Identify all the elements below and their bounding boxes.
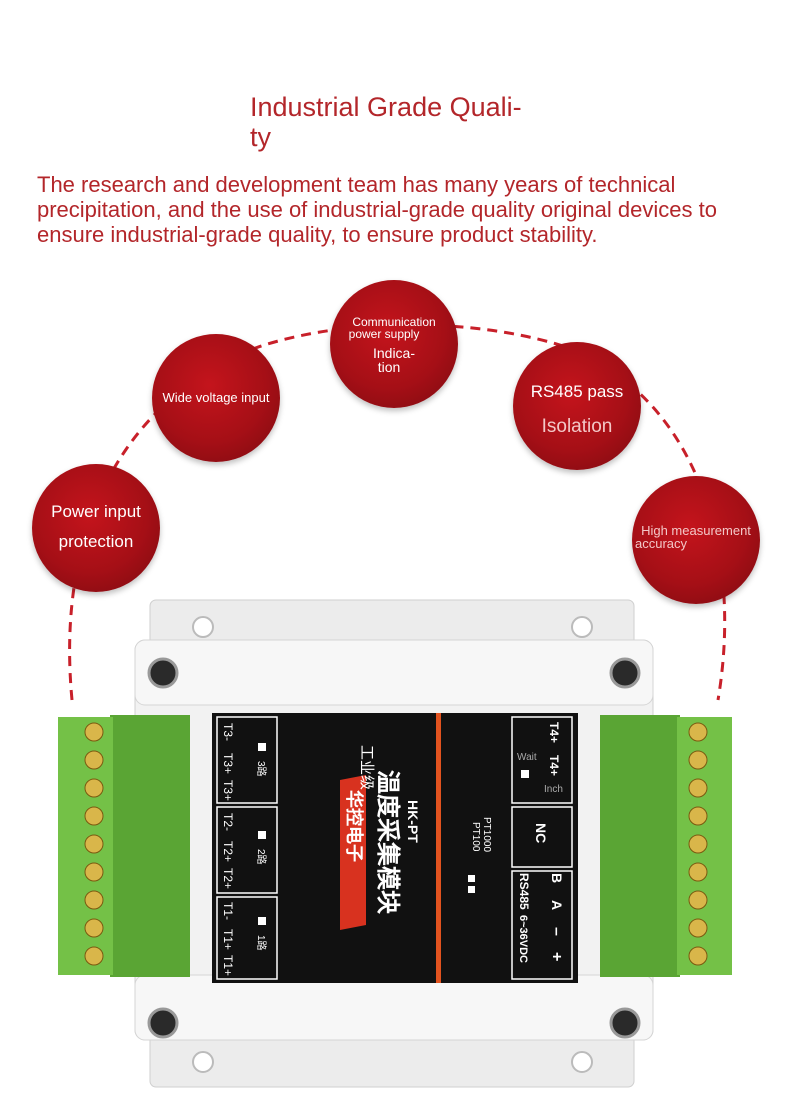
- page-title: Industrial Grade Quali- ty: [250, 92, 550, 152]
- feature-comm-line-4: tion: [377, 359, 401, 375]
- right-label-inch: Inch: [544, 784, 563, 795]
- feature-voltage-line-1: Wide voltage input: [162, 390, 270, 405]
- sensor-pt1000-label: PT1000: [481, 817, 492, 852]
- left-terminal-5: T2+: [221, 868, 235, 889]
- left-channel-2: 2路: [255, 849, 268, 865]
- right-terminal-a: A: [549, 900, 565, 910]
- description-line-2: precipitation, and the use of industrial…: [37, 197, 717, 222]
- feature-rs485-line-2: Isolation: [541, 416, 613, 437]
- feature-comm-line-3: Indica-: [372, 345, 416, 361]
- left-terminal-7: T1+: [221, 929, 235, 950]
- right-terminal-minus: –: [548, 927, 565, 936]
- left-terminal-3: T2-: [221, 813, 235, 831]
- feature-power-line-1: Power input: [51, 502, 141, 521]
- title-line-1: Industrial Grade Quali-: [250, 92, 522, 122]
- temperature-module-device: 工业级 华控电子 温度采集模块 HK-PT PT100 PT1000 T3- T…: [58, 599, 732, 1088]
- description-line-3: ensure industrial-grade quality, to ensu…: [37, 222, 598, 247]
- feature-accuracy-line-1: High measurement: [641, 523, 751, 538]
- left-terminal-6: T1-: [221, 902, 235, 920]
- title-line-2: ty: [250, 122, 272, 152]
- feature-wide-voltage: Wide voltage input: [152, 334, 280, 462]
- device-grade-label: 工业级: [358, 745, 375, 790]
- sensor-pt100-label: PT100: [470, 822, 481, 852]
- left-terminal-1: T3+: [221, 753, 235, 774]
- feature-rs485-line-1: RS485 pass: [530, 382, 624, 401]
- right-terminal-b: B: [549, 873, 565, 883]
- feature-power-line-2: protection: [58, 532, 134, 551]
- left-terminal-8: T1+: [221, 955, 235, 976]
- feature-accuracy-line-2: accuracy: [635, 536, 688, 551]
- feature-rs485-isolation: RS485 pass Isolation: [513, 342, 641, 470]
- description-line-1: The research and development team has ma…: [37, 172, 676, 197]
- feature-comm-line-2: power supply: [348, 327, 420, 341]
- feature-accuracy: High measurement accuracy: [632, 476, 760, 604]
- right-terminal-screws: [688, 722, 708, 966]
- right-terminal-rs485: RS485: [517, 873, 531, 910]
- description: The research and development team has ma…: [37, 172, 767, 247]
- device-model-label: HK-PT: [405, 800, 421, 843]
- feature-power-input: Power input protection: [32, 464, 160, 592]
- device-brand-label: 华控电子: [344, 790, 365, 862]
- right-terminal-voltage: 6~36VDC: [517, 915, 529, 963]
- left-channel-1: 1路: [255, 935, 268, 951]
- left-terminal-screws: [84, 722, 104, 966]
- left-terminal-0: T3-: [221, 723, 235, 741]
- feature-comm-indication: Communication power supply Indica- tion: [330, 280, 458, 408]
- left-terminal-2: T3+: [221, 780, 235, 801]
- right-terminal-1: T4+: [547, 755, 561, 776]
- right-terminal-nc: NC: [533, 823, 549, 843]
- right-terminal-plus: +: [548, 952, 565, 961]
- feature-comm-line-1: Communication: [352, 315, 436, 329]
- device-name-label: 温度采集模块: [374, 770, 402, 914]
- left-terminal-4: T2+: [221, 841, 235, 862]
- left-channel-3: 3路: [255, 761, 268, 777]
- right-terminal-0: T4+: [547, 722, 561, 743]
- right-label-wait: Wait: [517, 752, 537, 763]
